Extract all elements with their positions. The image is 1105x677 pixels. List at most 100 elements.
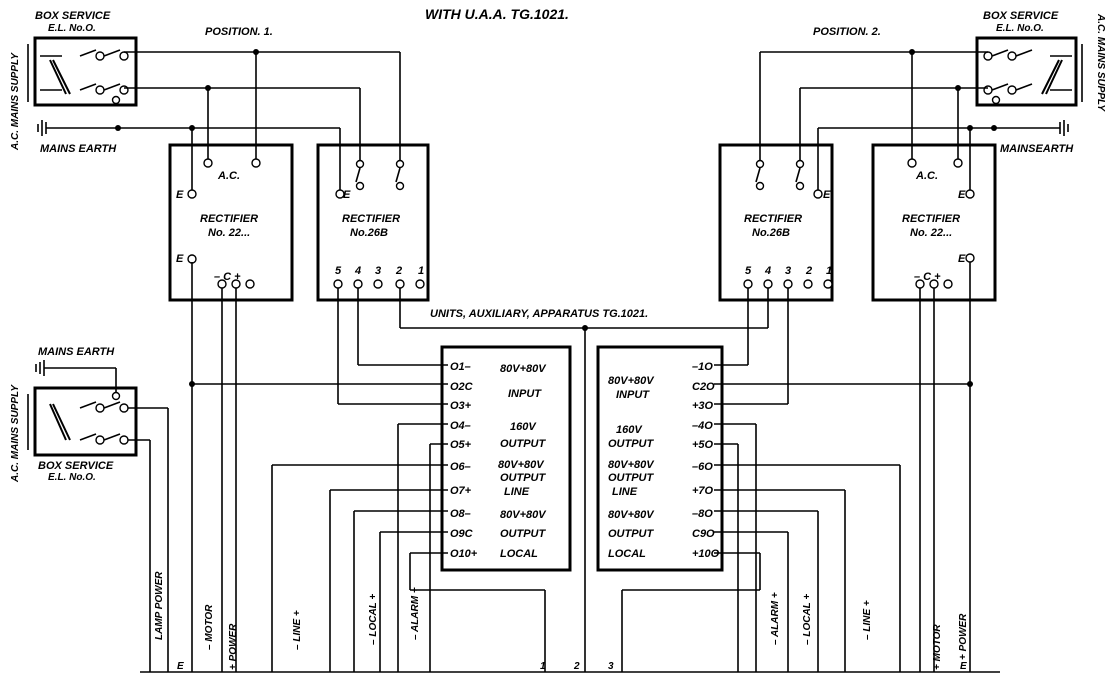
mains-earth-label-right: MAINSEARTH bbox=[1000, 143, 1074, 155]
svg-text:OUTPUT: OUTPUT bbox=[608, 472, 655, 484]
svg-text:80V+80V: 80V+80V bbox=[608, 459, 655, 471]
svg-text:OUTPUT: OUTPUT bbox=[500, 438, 547, 450]
box-service-bottom-left: MAINS EARTH A.C. MAINS SUPPLY BOX SERVIC… bbox=[10, 346, 169, 672]
svg-text:80V+80V: 80V+80V bbox=[500, 509, 547, 521]
box-service-top-right: BOX SERVICE E.L. No.O. A.C. MAINS SUPPLY… bbox=[818, 10, 1105, 155]
svg-text:1: 1 bbox=[418, 265, 424, 277]
box-service-label: BOX SERVICE bbox=[35, 10, 111, 22]
svg-text:A.C.: A.C. bbox=[915, 170, 938, 182]
ac-mains-supply-label: A.C. MAINS SUPPLY bbox=[10, 52, 21, 151]
svg-text:+ POWER: + POWER bbox=[228, 623, 239, 670]
svg-text:– ALARM +: – ALARM + bbox=[410, 587, 421, 640]
svg-text:80V+80V: 80V+80V bbox=[608, 375, 655, 387]
svg-text:– LINE +: – LINE + bbox=[862, 600, 873, 640]
svg-text:E: E bbox=[176, 189, 184, 201]
rectifier-model: No. 22... bbox=[208, 227, 250, 239]
svg-text:LAMP POWER: LAMP POWER bbox=[154, 571, 165, 640]
svg-text:OUTPUT: OUTPUT bbox=[608, 528, 655, 540]
svg-text:4: 4 bbox=[354, 265, 361, 277]
svg-text:O7+: O7+ bbox=[450, 485, 472, 497]
svg-text:– LOCAL +: – LOCAL + bbox=[802, 594, 813, 645]
svg-text:INPUT: INPUT bbox=[508, 388, 542, 400]
svg-text:O6–: O6– bbox=[450, 461, 471, 473]
svg-text:O1–: O1– bbox=[450, 361, 471, 373]
uaa-unit-right: –1O C2O +3O –4O +5O –6O +7O –8O C9O +10O… bbox=[596, 345, 724, 572]
svg-text:+7O: +7O bbox=[692, 485, 714, 497]
svg-text:O2C: O2C bbox=[450, 381, 474, 393]
box-service-code-right: E.L. No.O. bbox=[996, 23, 1044, 34]
rectifier-title: RECTIFIER bbox=[200, 213, 258, 225]
svg-text:O10+: O10+ bbox=[450, 548, 478, 560]
svg-text:1: 1 bbox=[540, 661, 546, 672]
svg-text:– LOCAL +: – LOCAL + bbox=[368, 594, 379, 645]
svg-text:3: 3 bbox=[375, 265, 381, 277]
svg-text:O5+: O5+ bbox=[450, 439, 472, 451]
middle-wiring bbox=[189, 262, 973, 672]
svg-text:OUTPUT: OUTPUT bbox=[608, 438, 655, 450]
svg-text:O4–: O4– bbox=[450, 420, 471, 432]
svg-text:E: E bbox=[176, 253, 184, 265]
rectifier-26b-left: RECTIFIER No.26B E 5 4 3 2 1 bbox=[316, 143, 430, 302]
svg-text:E: E bbox=[177, 661, 184, 672]
svg-text:2: 2 bbox=[573, 661, 580, 672]
svg-text:OUTPUT: OUTPUT bbox=[500, 472, 547, 484]
uaa-unit-left: O1– O2C O3+ O4– O5+ O6– O7+ O8– O9C O10+… bbox=[440, 345, 572, 572]
svg-text:RECTIFIER: RECTIFIER bbox=[902, 213, 960, 225]
mains-earth-label-bottom: MAINS EARTH bbox=[38, 346, 115, 358]
ac-mains-supply-label-right: A.C. MAINS SUPPLY bbox=[1095, 13, 1105, 112]
svg-text:O9C: O9C bbox=[450, 528, 474, 540]
ac-terminal-label: A.C. bbox=[217, 170, 240, 182]
svg-text:RECTIFIER: RECTIFIER bbox=[342, 213, 400, 225]
rectifier-22-left: RECTIFIER No. 22... A.C. E E – C + bbox=[168, 143, 294, 302]
svg-text:+ POWER: + POWER bbox=[958, 613, 969, 660]
position-2-label: POSITION. 2. bbox=[813, 26, 881, 38]
svg-text:80V+80V: 80V+80V bbox=[500, 363, 547, 375]
box-service-label-bottom: BOX SERVICE bbox=[38, 460, 114, 472]
box-service-code-bottom: E.L. No.O. bbox=[48, 472, 96, 483]
svg-text:1: 1 bbox=[826, 265, 832, 277]
svg-text:E: E bbox=[960, 661, 967, 672]
svg-text:OUTPUT: OUTPUT bbox=[500, 528, 547, 540]
svg-text:4: 4 bbox=[764, 265, 771, 277]
box-service-top-left: BOX SERVICE E.L. No.O. A.C. MAINS SUPPLY… bbox=[10, 10, 190, 155]
box-service-label-right: BOX SERVICE bbox=[983, 10, 1059, 22]
diagram-title: WITH U.A.A. TG.1021. bbox=[425, 6, 569, 22]
svg-text:C9O: C9O bbox=[692, 528, 715, 540]
svg-text:–4O: –4O bbox=[692, 420, 713, 432]
svg-text:–8O: –8O bbox=[692, 508, 713, 520]
svg-text:– ALARM +: – ALARM + bbox=[770, 592, 781, 645]
svg-text:80V+80V: 80V+80V bbox=[498, 459, 545, 471]
svg-text:2: 2 bbox=[395, 265, 402, 277]
ac-mains-supply-label-bottom: A.C. MAINS SUPPLY bbox=[10, 384, 21, 483]
svg-text:+3O: +3O bbox=[692, 400, 714, 412]
svg-text:C2O: C2O bbox=[692, 381, 715, 393]
svg-text:E: E bbox=[958, 253, 966, 265]
svg-text:+5O: +5O bbox=[692, 439, 714, 451]
svg-text:E: E bbox=[958, 189, 966, 201]
svg-text:No.26B: No.26B bbox=[752, 227, 790, 239]
svg-text:No. 22...: No. 22... bbox=[910, 227, 952, 239]
svg-text:LOCAL: LOCAL bbox=[500, 548, 538, 560]
svg-text:O8–: O8– bbox=[450, 508, 471, 520]
lower-wiring bbox=[140, 423, 1000, 673]
box-service-code: E.L. No.O. bbox=[48, 23, 96, 34]
svg-text:LOCAL: LOCAL bbox=[608, 548, 646, 560]
svg-text:INPUT: INPUT bbox=[616, 389, 650, 401]
svg-text:3: 3 bbox=[608, 661, 614, 672]
svg-text:160V: 160V bbox=[510, 421, 537, 433]
position-1-label: POSITION. 1. bbox=[205, 26, 273, 38]
svg-text:160V: 160V bbox=[616, 424, 643, 436]
svg-text:80V+80V: 80V+80V bbox=[608, 509, 655, 521]
svg-text:E: E bbox=[343, 189, 351, 201]
bottom-labels: LAMP POWER E – MOTOR + POWER – LINE + – … bbox=[154, 571, 969, 672]
svg-text:+10O: +10O bbox=[692, 548, 720, 560]
svg-text:O3+: O3+ bbox=[450, 400, 472, 412]
units-label: UNITS, AUXILIARY, APPARATUS TG.1021. bbox=[430, 308, 648, 320]
top-wiring bbox=[115, 49, 997, 190]
svg-text:–1O: –1O bbox=[692, 361, 713, 373]
svg-text:RECTIFIER: RECTIFIER bbox=[744, 213, 802, 225]
svg-text:5: 5 bbox=[745, 265, 752, 277]
svg-text:3: 3 bbox=[785, 265, 791, 277]
